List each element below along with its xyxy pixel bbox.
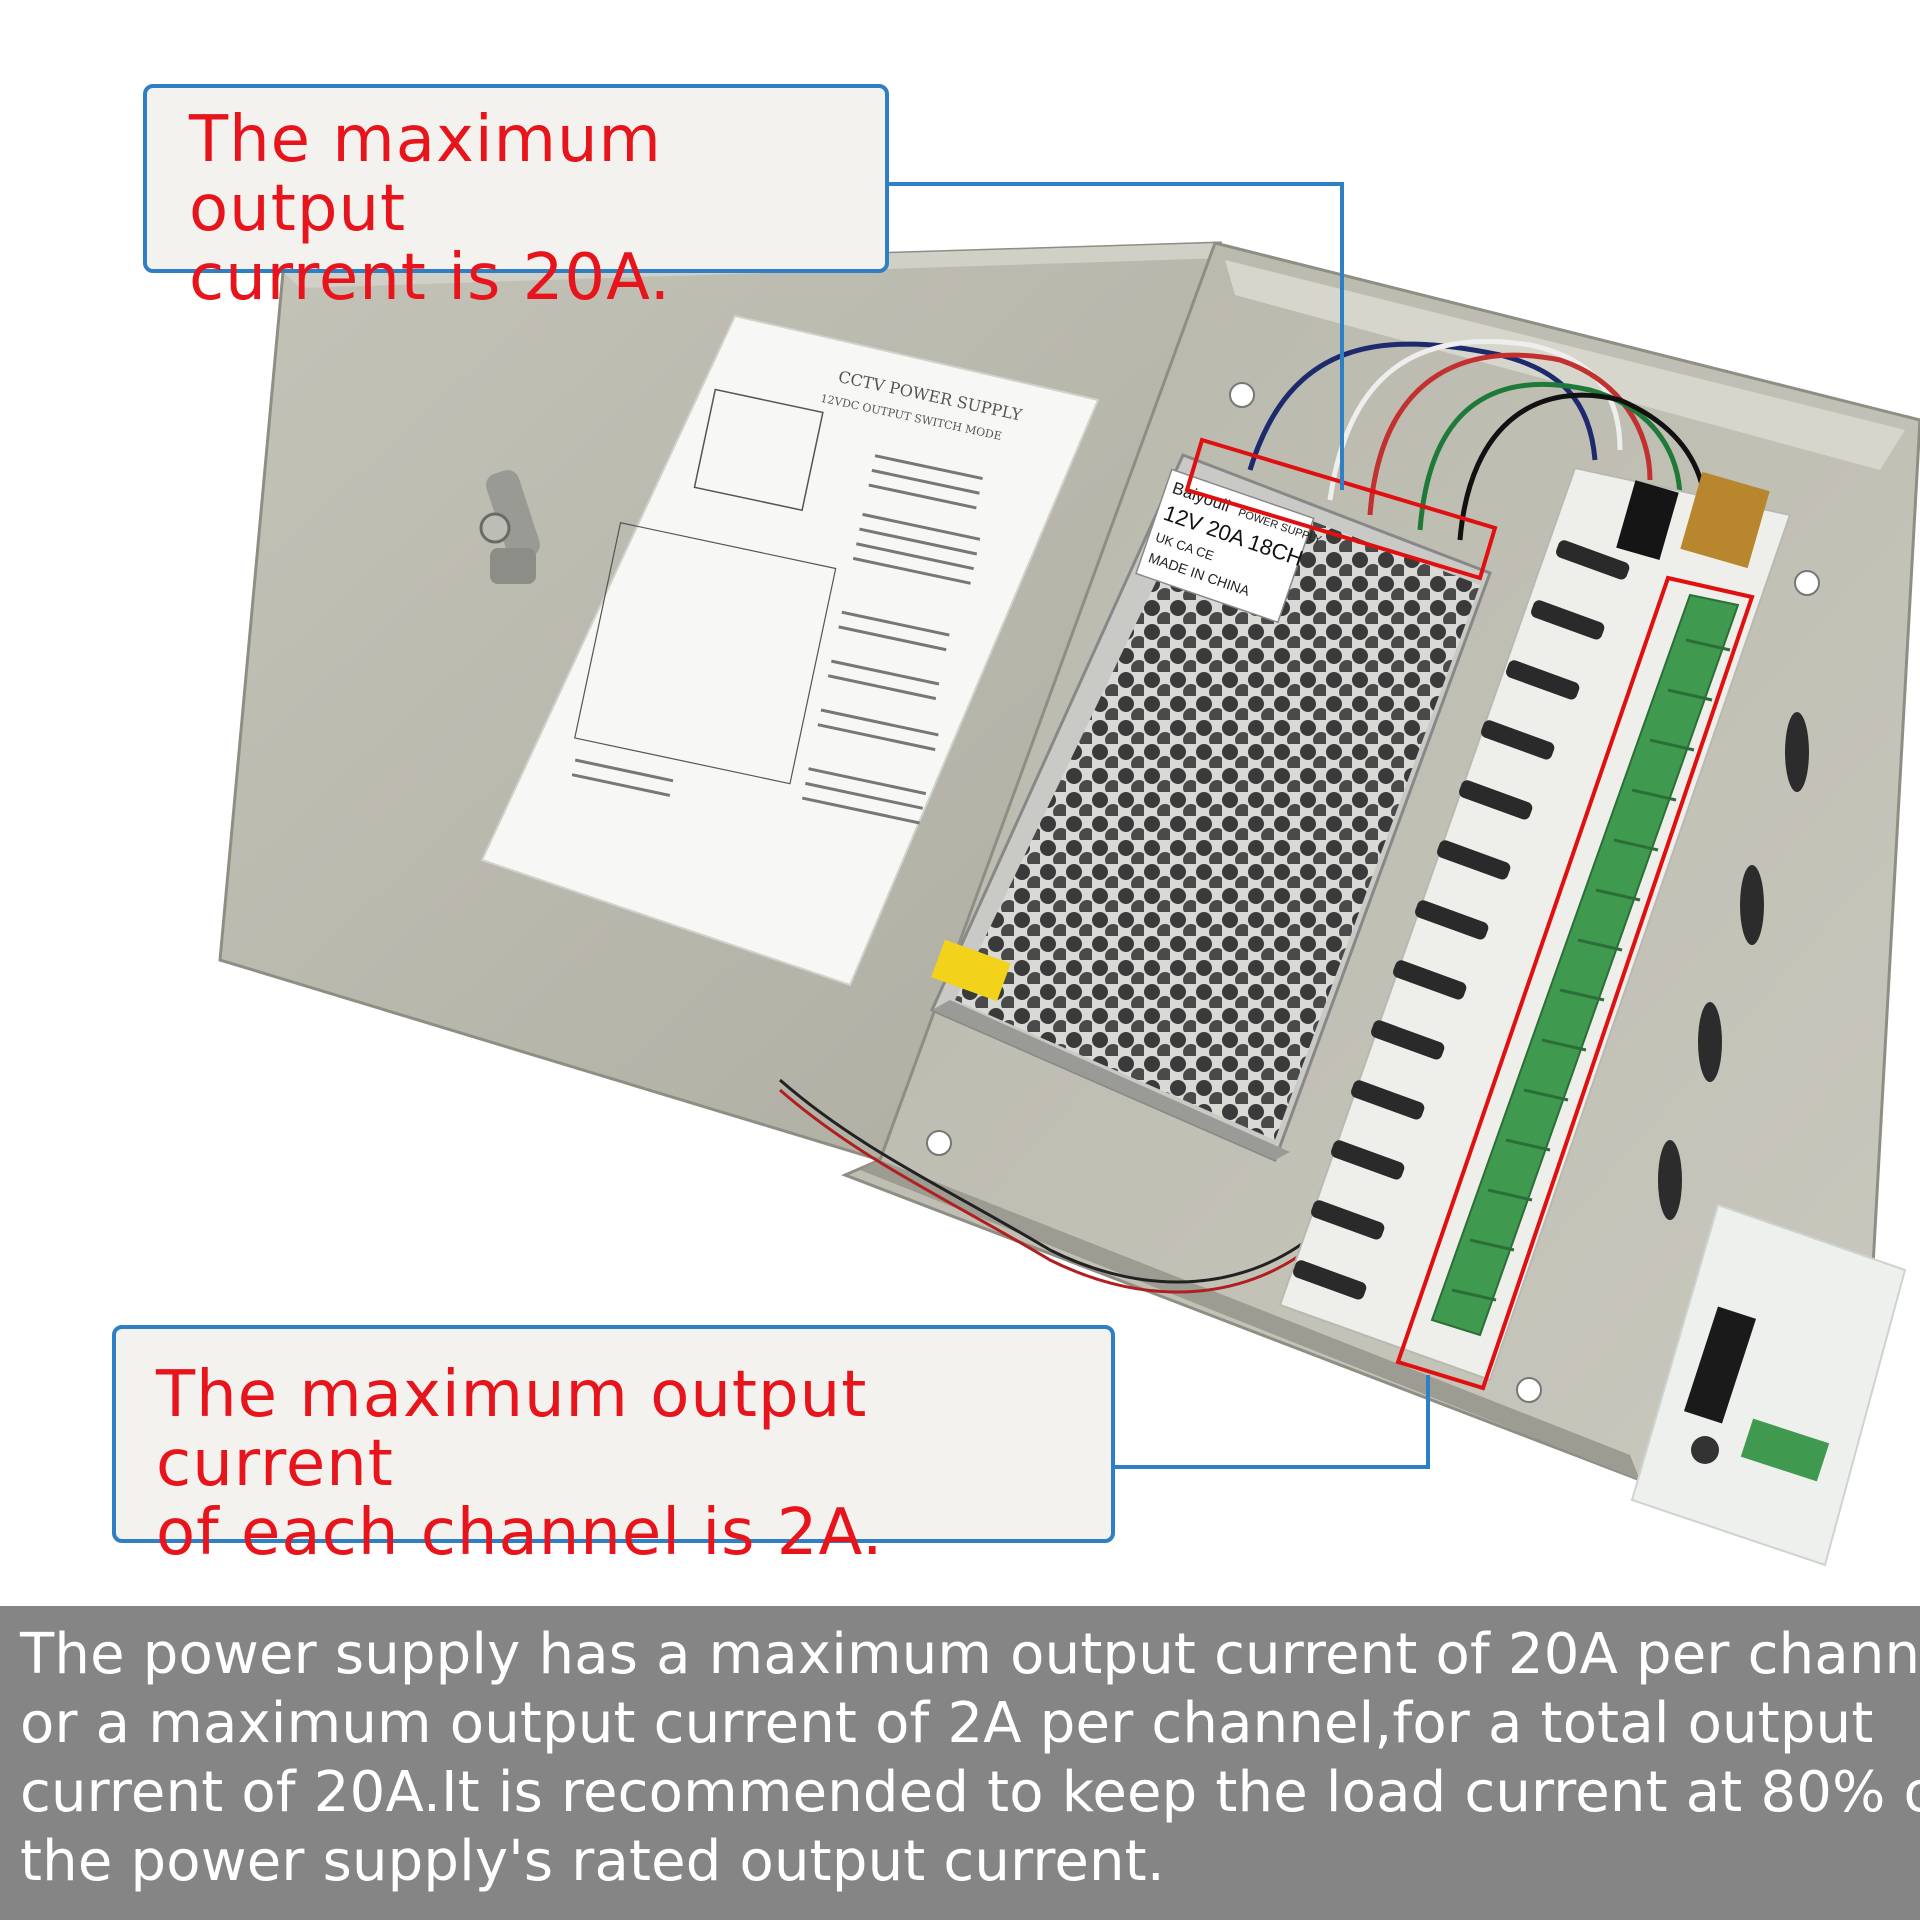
- terminal-blocks: [1430, 593, 1740, 1337]
- manual-sheet: CCTV POWER SUPPLY 12VDC OUTPUT SWITCH MO…: [480, 314, 1100, 987]
- input-terminal: [1680, 471, 1770, 569]
- wires: [779, 339, 1709, 1294]
- connector-lines: [889, 182, 1430, 1469]
- psu-module: Baiyouli POWER SUPPLY 12V 20A 18CH UK CA…: [930, 453, 1492, 1163]
- highlight-box-psu-terminals: [1184, 437, 1498, 581]
- lock-icon: [479, 470, 540, 584]
- accessory-bag: [1630, 1203, 1907, 1567]
- callout-bottom-line1: The maximum output current: [156, 1358, 868, 1502]
- fuse-holders: [1293, 540, 1630, 1300]
- caption-line2: or a maximum output current of 2A per ch…: [20, 1691, 1874, 1756]
- highlight-box-output-channels: [1395, 575, 1755, 1391]
- callout-top-line1: The maximum output: [189, 103, 662, 247]
- caption-line3: current of 20A.It is recommended to keep…: [20, 1760, 1920, 1825]
- callout-top-line2: current is 20A.: [189, 241, 672, 316]
- callout-channel-current: The maximum output current of each chann…: [112, 1325, 1115, 1568]
- product-photo: CCTV POWER SUPPLY 12VDC OUTPUT SWITCH MO…: [218, 182, 1920, 1567]
- power-switch: [1616, 480, 1679, 560]
- caption-bar: The power supply has a maximum output cu…: [0, 1606, 1920, 1920]
- distribution-board: [1278, 466, 1792, 1382]
- psu-label: Baiyouli POWER SUPPLY 12V 20A 18CH UK CA…: [1135, 468, 1323, 624]
- caption-line4: the power supply's rated output current.: [20, 1829, 1165, 1894]
- callout-bottom-line2: of each channel is 2A.: [156, 1496, 884, 1571]
- caption-line1: The power supply has a maximum output cu…: [20, 1622, 1920, 1687]
- callout-total-current: The maximum output current is 20A.: [143, 84, 889, 313]
